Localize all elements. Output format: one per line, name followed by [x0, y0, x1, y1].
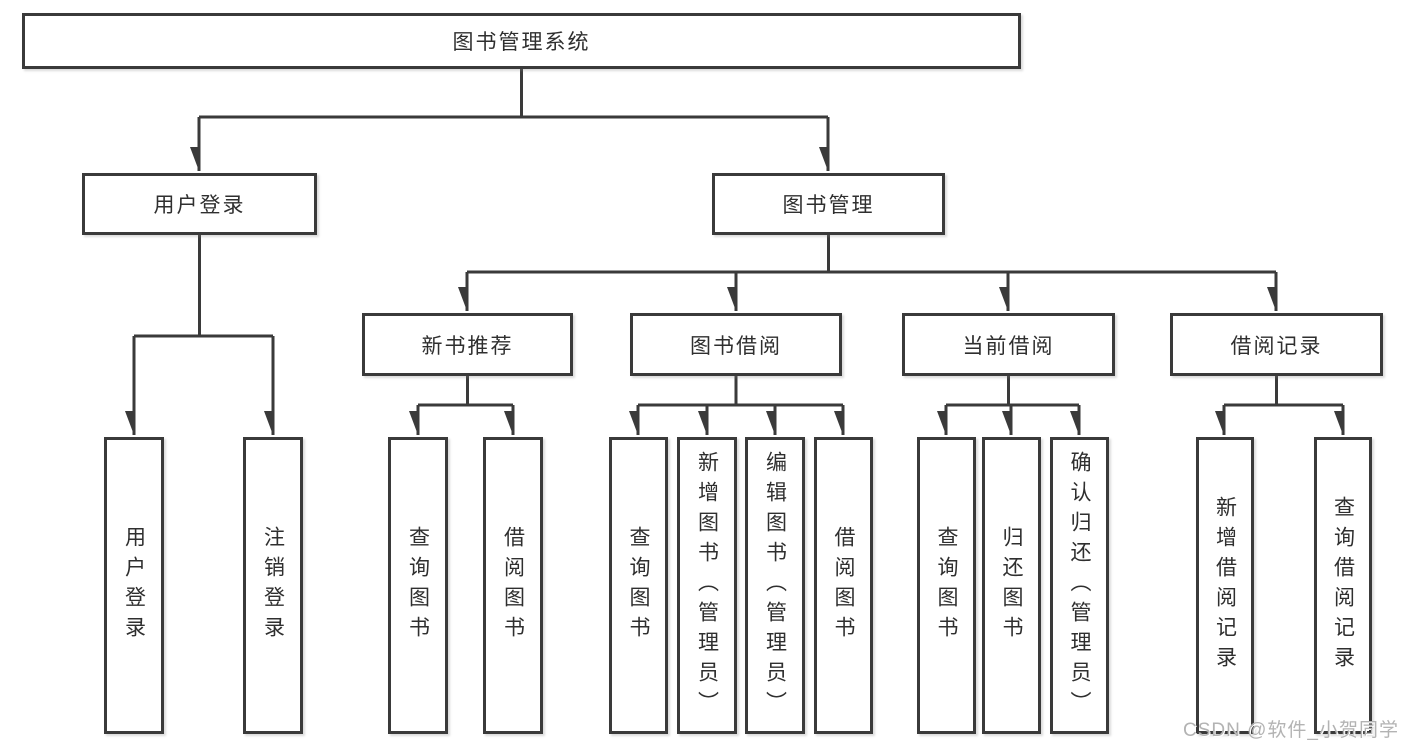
node-label: 编辑图书（管理员）	[763, 450, 787, 721]
leaf-user-login: 用户登录	[104, 437, 164, 734]
node-label: 新增图书（管理员）	[695, 450, 719, 721]
node-new-book-recommend: 新书推荐	[362, 313, 573, 376]
node-label: 注销登录	[261, 525, 285, 646]
node-label: 图书借阅	[690, 334, 782, 358]
leaf-search-borrow-record: 查询借阅记录	[1314, 437, 1372, 734]
leaf-return-books: 归还图书	[982, 437, 1041, 734]
node-label: 查询图书	[627, 525, 650, 646]
node-label: 新增借阅记录	[1213, 495, 1237, 676]
node-label: 借阅记录	[1230, 334, 1323, 358]
node-label: 查询借阅记录	[1331, 495, 1355, 676]
node-label: 用户登录	[153, 194, 246, 217]
node-root-system: 图书管理系统	[22, 13, 1021, 69]
leaf-add-books-admin: 新增图书（管理员）	[677, 437, 737, 734]
node-label: 借阅图书	[501, 525, 525, 646]
node-label: 查询图书	[406, 525, 430, 646]
leaf-search-books-current: 查询图书	[917, 437, 976, 734]
csdn-watermark: CSDN @软件_小贺同学	[1183, 720, 1399, 741]
node-label: 归还图书	[1000, 525, 1023, 646]
node-label: 当前借阅	[962, 334, 1055, 358]
node-label: 新书推荐	[421, 334, 514, 358]
leaf-search-books-recommend: 查询图书	[388, 437, 448, 734]
node-borrow-records: 借阅记录	[1170, 313, 1383, 376]
leaf-logout: 注销登录	[243, 437, 303, 734]
node-label: 借阅图书	[832, 525, 855, 646]
node-user-login-module: 用户登录	[82, 173, 317, 235]
leaf-search-books-borrowing: 查询图书	[609, 437, 668, 734]
leaf-confirm-return-admin: 确认归还（管理员）	[1050, 437, 1109, 734]
node-label: 查询图书	[935, 525, 958, 646]
leaf-add-borrow-record: 新增借阅记录	[1196, 437, 1254, 734]
node-label: 图书管理系统	[452, 31, 591, 54]
node-label: 用户登录	[122, 525, 146, 646]
node-book-borrowing: 图书借阅	[630, 313, 842, 376]
leaf-edit-books-admin: 编辑图书（管理员）	[745, 437, 805, 734]
node-label: 确认归还（管理员）	[1068, 450, 1091, 721]
leaf-borrow-books-recommend: 借阅图书	[483, 437, 543, 734]
node-label: 图书管理	[782, 194, 875, 217]
leaf-borrow-books: 借阅图书	[814, 437, 873, 734]
node-book-management-module: 图书管理	[712, 173, 945, 235]
node-current-borrowing: 当前借阅	[902, 313, 1115, 376]
